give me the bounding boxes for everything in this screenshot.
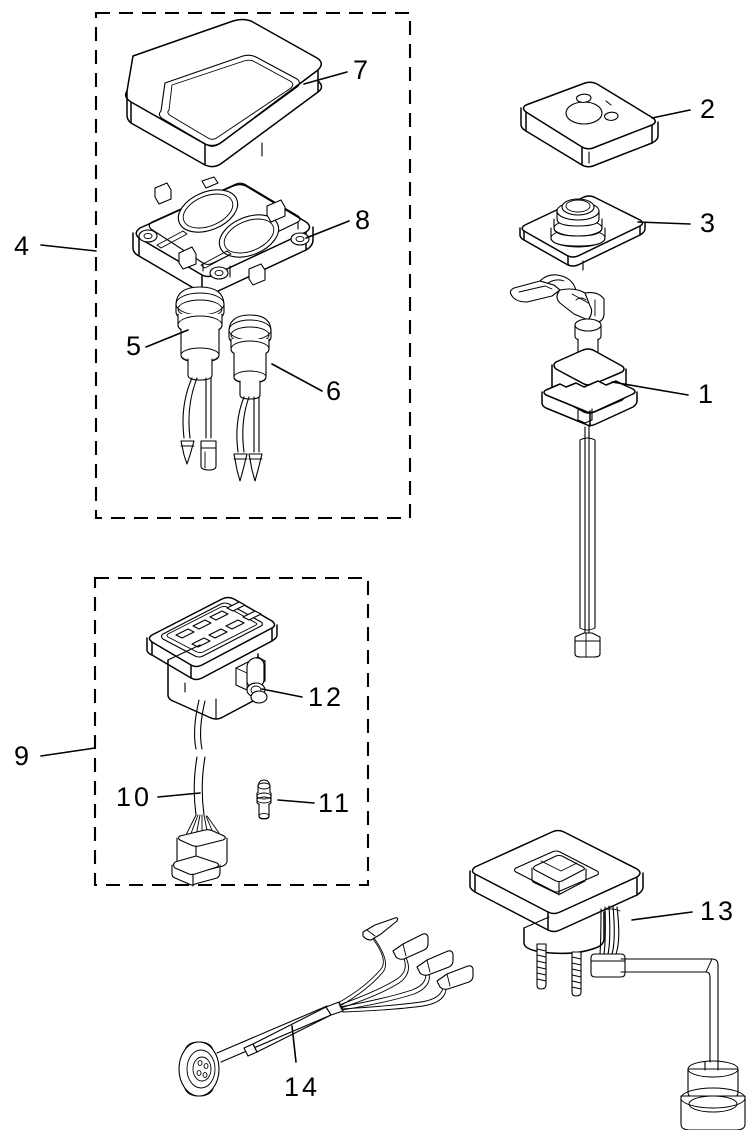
part-1-key-switch-assembly xyxy=(509,274,638,658)
part-11-bulb-socket xyxy=(256,779,272,820)
group-box-9 xyxy=(93,576,370,887)
callout-label-13: 13 xyxy=(700,896,737,926)
callout-label-14: 14 xyxy=(284,1072,321,1102)
leader-6 xyxy=(271,363,323,392)
callout-label-7: 7 xyxy=(353,55,372,85)
leader-12 xyxy=(261,688,303,698)
part-7-panel-cover-bezel xyxy=(124,18,323,168)
part-5-push-button-switch xyxy=(175,286,225,471)
callout-label-3: 3 xyxy=(700,208,719,238)
callout-label-9: 9 xyxy=(14,741,33,771)
callout-label-1: 1 xyxy=(698,379,717,409)
part-12-keypad-switch-panel xyxy=(146,596,278,750)
leader-8 xyxy=(305,220,350,239)
leader-7 xyxy=(303,71,348,85)
part-14-wiring-harness-leads xyxy=(178,917,474,1097)
part-8-panel-housing-base xyxy=(132,176,314,296)
part-3-push-button-plate xyxy=(519,195,646,271)
leader-10 xyxy=(157,792,201,798)
leader-2 xyxy=(651,109,691,119)
callout-label-8: 8 xyxy=(355,205,374,235)
part-2-switch-mount-plate xyxy=(520,81,659,168)
callout-label-10: 10 xyxy=(116,782,153,812)
leader-14 xyxy=(291,1025,297,1063)
leader-1 xyxy=(611,381,689,396)
callout-leaders xyxy=(40,71,693,1063)
part-10-wire-harness-connector xyxy=(171,756,228,887)
part-6-push-button-switch xyxy=(228,314,272,482)
leader-3 xyxy=(637,221,691,225)
leader-5 xyxy=(145,329,189,348)
callout-label-6: 6 xyxy=(326,376,345,406)
callout-label-11: 11 xyxy=(318,788,353,818)
leader-13 xyxy=(631,911,693,921)
group-box-4 xyxy=(94,11,412,520)
callout-label-12: 12 xyxy=(308,682,345,712)
callout-label-5: 5 xyxy=(126,331,145,361)
callout-label-2: 2 xyxy=(700,94,719,124)
callout-label-4: 4 xyxy=(14,231,33,261)
leader-4 xyxy=(40,244,97,252)
leader-11 xyxy=(277,799,315,804)
leader-9 xyxy=(40,747,96,757)
part-13-rocker-switch-assembly xyxy=(469,829,746,1130)
